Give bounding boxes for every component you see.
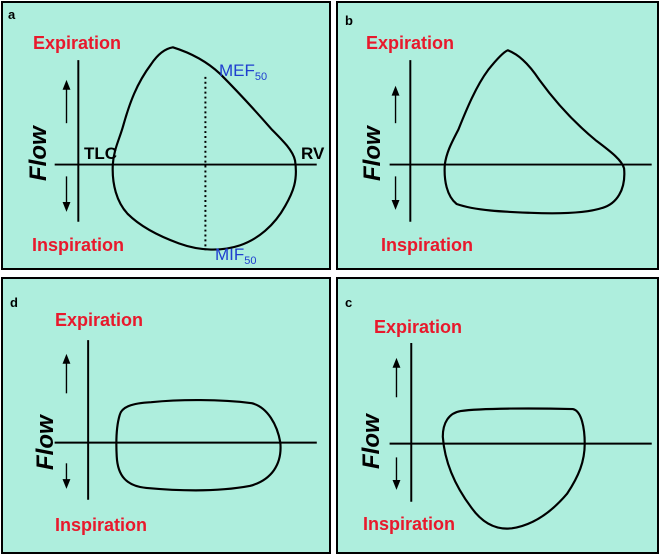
tlc-label: TLC xyxy=(84,144,118,163)
rv-label: RV xyxy=(301,144,325,163)
panel-letter: c xyxy=(345,295,353,310)
arrow-down-icon xyxy=(391,200,400,210)
panel-a: a Expiration Inspiration Flow TLC RV MEF… xyxy=(1,1,331,270)
panel-b: b Expiration Inspiration Flow xyxy=(336,1,659,270)
arrow-up-icon xyxy=(62,79,71,90)
flow-volume-loop xyxy=(441,407,586,530)
flow-volume-diagram-b xyxy=(389,49,652,222)
mif50-label: MIF50 xyxy=(215,245,257,267)
flow-volume-diagram-a xyxy=(54,46,317,251)
expiration-label: Expiration xyxy=(33,33,122,53)
arrow-down-icon xyxy=(62,479,71,489)
arrow-up-icon xyxy=(391,85,400,96)
flow-axis-label: Flow xyxy=(25,126,52,181)
arrow-up-icon xyxy=(62,353,71,364)
inspiration-label: Inspiration xyxy=(55,515,148,535)
panel-letter: b xyxy=(345,13,353,28)
flow-volume-diagram-c xyxy=(389,343,652,530)
mif-text: MIF xyxy=(215,245,245,264)
expiration-label: Expiration xyxy=(55,310,144,330)
expiration-label: Expiration xyxy=(374,317,463,337)
inspiration-label: Inspiration xyxy=(363,514,456,534)
arrow-down-icon xyxy=(392,480,401,490)
inspiration-label: Inspiration xyxy=(381,235,474,255)
panel-c: c Expiration Inspiration Flow xyxy=(336,277,659,554)
flow-axis-label: Flow xyxy=(359,126,386,181)
arrow-down-icon xyxy=(62,201,71,212)
expiration-label: Expiration xyxy=(366,33,455,53)
panel-d: d Expiration Inspiration Flow xyxy=(1,277,331,554)
flow-axis-label: Flow xyxy=(358,414,385,469)
flow-volume-loop xyxy=(111,46,297,251)
flow-volume-loop xyxy=(443,49,626,215)
mif-subscript: 50 xyxy=(244,255,257,267)
flow-volume-loop xyxy=(115,399,282,492)
panel-letter: d xyxy=(10,295,18,310)
mef-text: MEF xyxy=(219,61,255,80)
mef50-label: MEF50 xyxy=(219,61,267,83)
flow-volume-diagram-d xyxy=(54,340,317,500)
arrow-up-icon xyxy=(392,357,401,368)
panel-letter: a xyxy=(8,7,16,22)
inspiration-label: Inspiration xyxy=(32,235,125,255)
flow-axis-label: Flow xyxy=(32,415,59,470)
mef-subscript: 50 xyxy=(254,71,268,83)
